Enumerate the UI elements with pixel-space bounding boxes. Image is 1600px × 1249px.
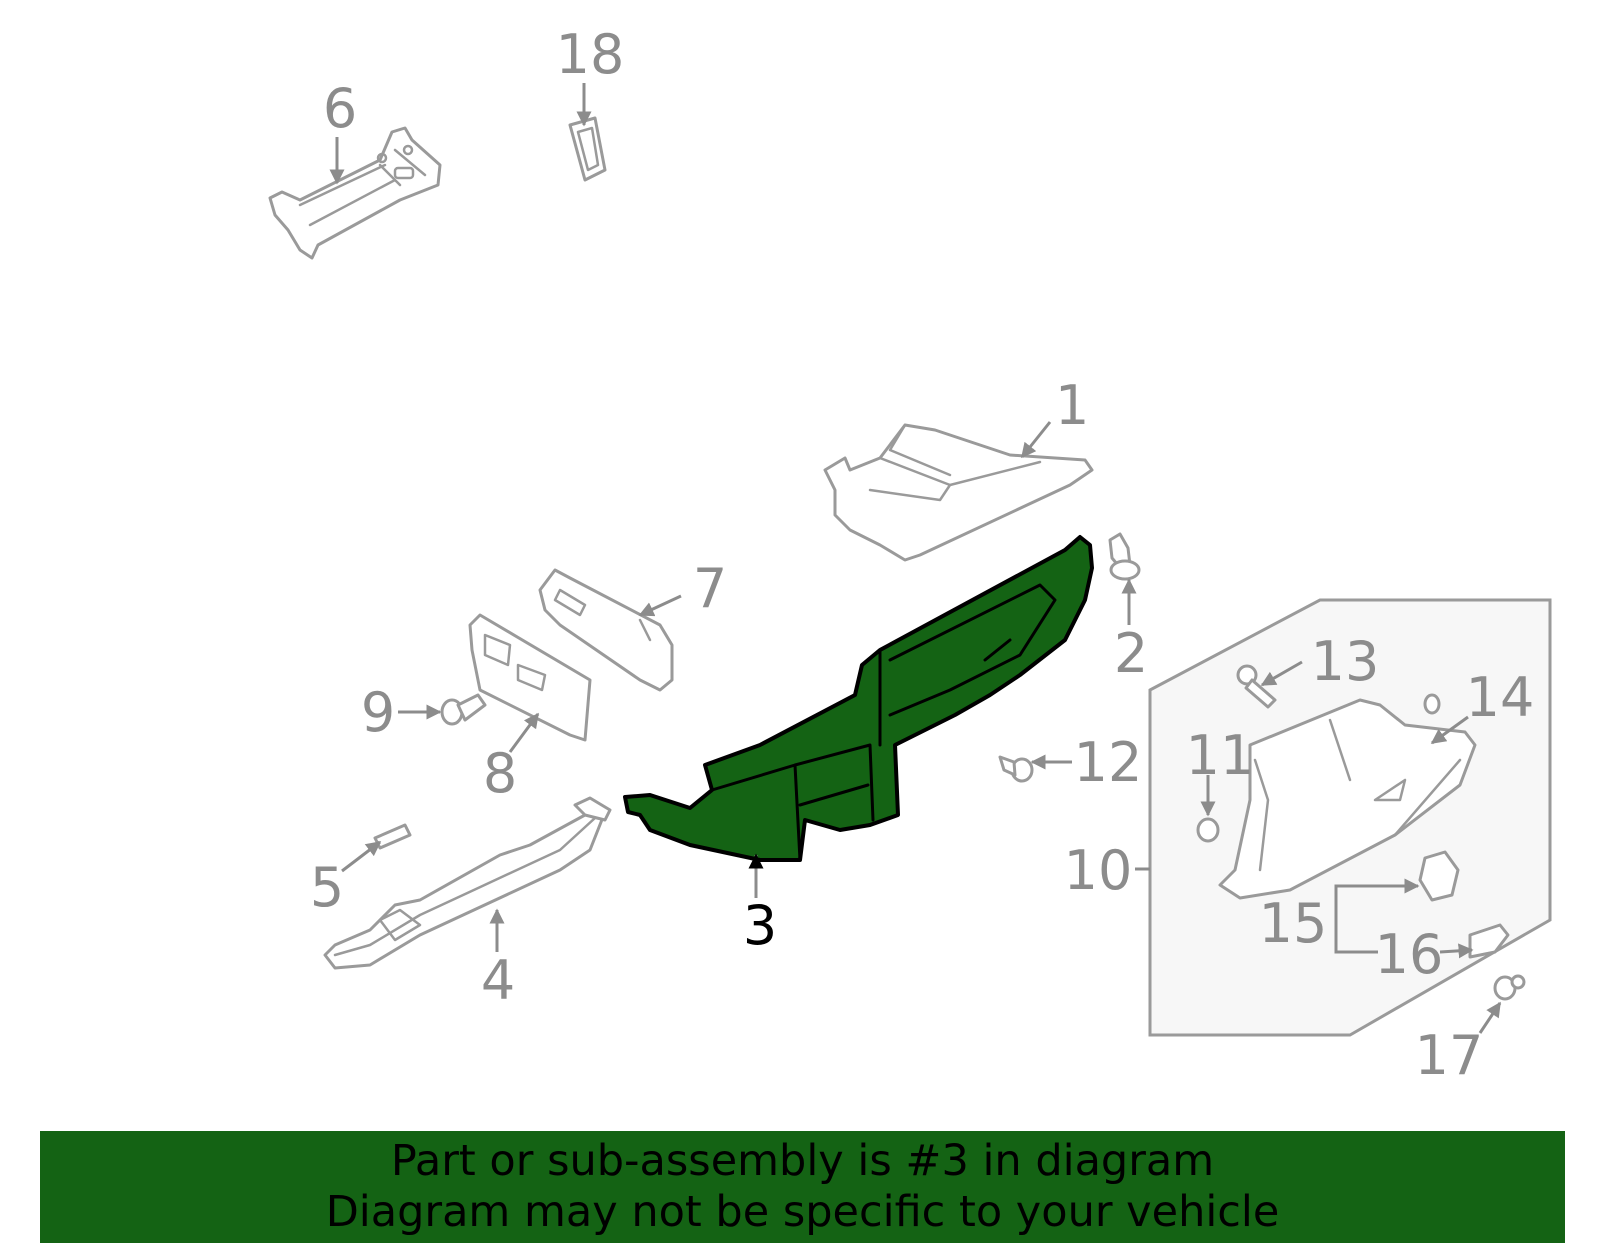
callout-3: 3	[743, 894, 777, 957]
part-8-bezel[interactable]	[468, 613, 592, 742]
info-banner: Part or sub-assembly is #3 in diagram Di…	[40, 1131, 1565, 1243]
callout-9: 9	[361, 681, 395, 744]
leader-14	[1430, 715, 1469, 745]
part-14-glove-box-door[interactable]	[1218, 693, 1477, 900]
callout-2: 2	[1114, 622, 1148, 685]
part-3-instrument-panel[interactable]	[623, 535, 1094, 862]
leader-16-arrow	[1439, 943, 1474, 959]
callout-7: 7	[693, 557, 727, 620]
callout-10: 10	[1064, 839, 1133, 902]
part-11-bumper[interactable]	[1196, 817, 1220, 843]
callout-11: 11	[1186, 724, 1255, 787]
callout-17: 17	[1415, 1024, 1484, 1087]
leader-16	[1334, 921, 1378, 954]
leader-7	[638, 594, 682, 617]
part-12-clip[interactable]	[998, 755, 1034, 783]
callout-1: 1	[1055, 374, 1089, 437]
leader-17	[1478, 1001, 1502, 1034]
part-5-pad[interactable]	[373, 823, 412, 850]
part-13-screw[interactable]	[1236, 664, 1277, 709]
callout-4: 4	[481, 949, 515, 1012]
callout-18: 18	[556, 23, 625, 86]
part-9-clip[interactable]	[440, 693, 487, 726]
banner-line-2: Diagram may not be specific to your vehi…	[325, 1187, 1280, 1237]
leader-1	[1020, 421, 1052, 459]
leader-5	[341, 840, 382, 873]
callout-15: 15	[1259, 892, 1328, 955]
callout-13: 13	[1311, 630, 1380, 693]
part-17-clip[interactable]	[1493, 974, 1526, 1001]
callout-5: 5	[310, 856, 344, 919]
part-2-screw[interactable]	[1108, 532, 1141, 581]
callout-6: 6	[323, 77, 357, 140]
callout-16: 16	[1375, 923, 1444, 986]
leader-8	[508, 712, 540, 753]
part-7-trim-panel[interactable]	[538, 568, 674, 692]
banner-line-1: Part or sub-assembly is #3 in diagram	[390, 1136, 1215, 1186]
callout-14: 14	[1466, 666, 1535, 729]
part-15-latch[interactable]	[1418, 850, 1460, 902]
part-1-cover[interactable]	[823, 423, 1094, 562]
part-18-clip[interactable]	[568, 116, 607, 182]
callout-8: 8	[483, 742, 517, 805]
callout-12: 12	[1074, 731, 1143, 794]
leader-13	[1260, 660, 1303, 687]
callout-labels: 1 2 3 4 5 6 7 8 9 10 11 12 13 14 15 16 1…	[310, 23, 1535, 1087]
part-6-bracket[interactable]	[268, 126, 442, 260]
part-4-lower-trim[interactable]	[323, 796, 612, 970]
leader-lines	[329, 83, 1502, 1034]
